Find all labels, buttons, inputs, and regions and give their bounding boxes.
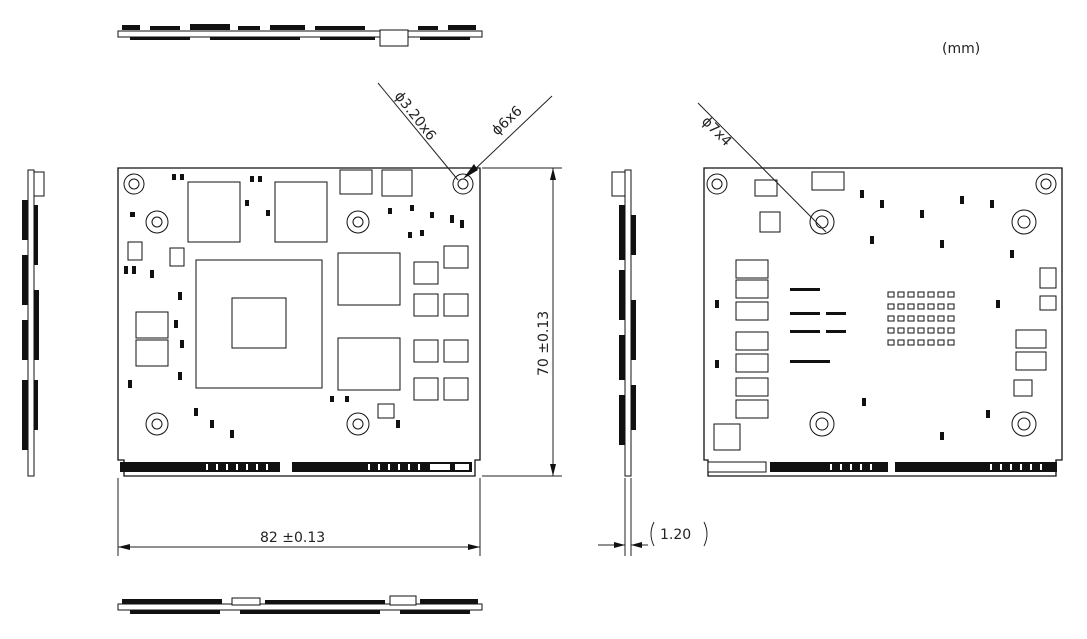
bottom-edge-view bbox=[117, 595, 483, 614]
thickness-dimension: 1.20 bbox=[598, 478, 708, 556]
mounting-hole bbox=[809, 411, 835, 437]
mounting-hole bbox=[123, 173, 145, 195]
hole-small-callout: ϕ3.20x6 bbox=[391, 89, 439, 144]
mounting-hole bbox=[1011, 411, 1037, 437]
mounting-hole bbox=[809, 209, 835, 235]
mounting-hole bbox=[145, 210, 169, 234]
module-top-view bbox=[117, 167, 481, 477]
mounting-hole bbox=[452, 173, 474, 195]
height-label: 70 ±0.13 bbox=[536, 311, 552, 376]
soc-die bbox=[231, 297, 287, 349]
left-side-view bbox=[22, 169, 45, 477]
mounting-hole bbox=[1035, 173, 1057, 195]
height-dimension: 70 ±0.13 bbox=[482, 167, 562, 477]
mounting-hole bbox=[346, 210, 370, 234]
hole-callouts: ϕ3.20x6 ϕ6x6 bbox=[377, 82, 553, 181]
mounting-hole bbox=[706, 173, 728, 195]
width-label: 82 ±0.13 bbox=[260, 530, 325, 546]
thickness-label: 1.20 bbox=[660, 527, 691, 543]
hole-large-callout: ϕ6x6 bbox=[489, 103, 526, 139]
unit-label: (mm) bbox=[942, 41, 980, 57]
memory-chip bbox=[274, 181, 328, 243]
middle-side-view bbox=[611, 169, 636, 477]
mounting-hole bbox=[145, 412, 169, 436]
module-bottom-view bbox=[703, 167, 1063, 477]
top-edge-view bbox=[117, 24, 483, 47]
mounting-hole bbox=[1011, 209, 1037, 235]
width-dimension: 82 ±0.13 bbox=[117, 478, 481, 556]
mounting-hole bbox=[346, 412, 370, 436]
hole-back-callout: ϕ7x4 bbox=[698, 114, 734, 150]
memory-chip bbox=[187, 181, 241, 243]
